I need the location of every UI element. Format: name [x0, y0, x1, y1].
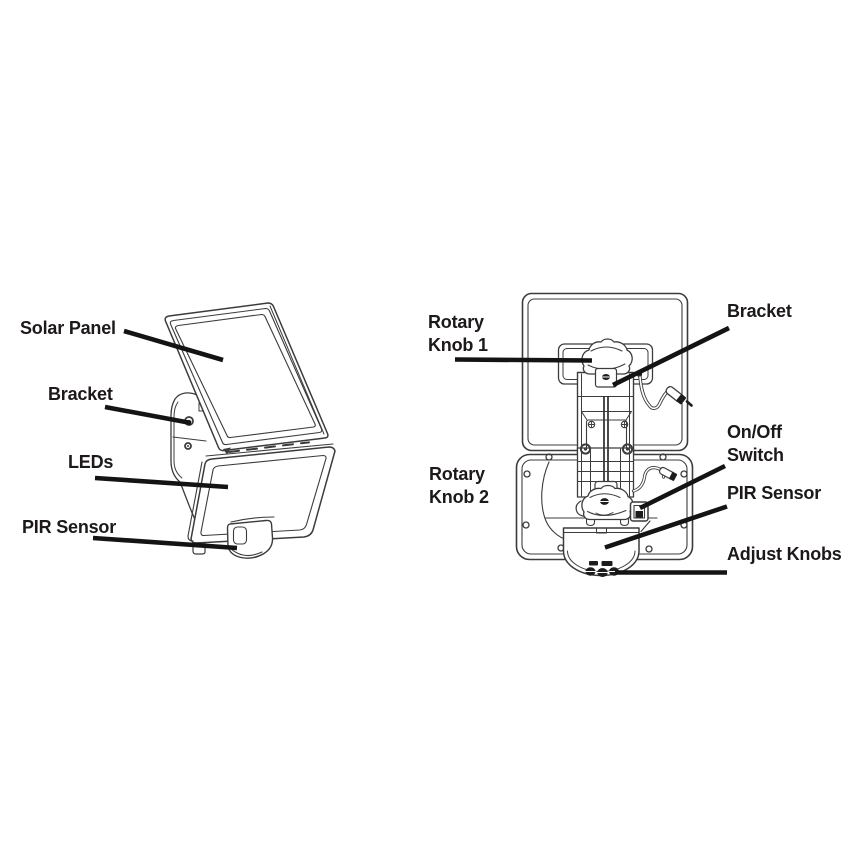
label-rotary-knob-1-line1: Rotary — [428, 312, 484, 332]
solar-panel-drawing — [164, 302, 329, 455]
label-on-off-switch-line2: Switch — [727, 445, 784, 465]
leader-lines — [92, 325, 731, 575]
label-solar-panel: Solar Panel — [20, 318, 116, 338]
label-leds: LEDs — [68, 452, 114, 472]
leader-bracket-front — [104, 404, 192, 426]
led-head-drawing — [187, 443, 336, 555]
leader-on-off-switch — [638, 463, 727, 511]
label-pir-sensor-front: PIR Sensor — [22, 517, 117, 537]
label-rotary-knob-1: Rotary Knob 1 — [428, 311, 488, 357]
pir-sensor-drawing — [226, 516, 275, 559]
leader-leds — [94, 475, 229, 490]
cable-drawing — [636, 370, 693, 410]
front-view-drawing — [164, 302, 336, 559]
back-view-drawing — [515, 292, 694, 577]
rotary-knob-1-drawing — [581, 338, 633, 388]
label-rotary-knob-2-line2: Knob 2 — [429, 487, 489, 507]
label-rotary-knob-2: Rotary Knob 2 — [429, 463, 489, 509]
leader-pir-front — [92, 535, 238, 551]
hinge-teeth — [228, 441, 310, 453]
label-on-off-switch: On/Off Switch — [727, 421, 784, 467]
leader-solar-panel — [123, 328, 224, 363]
label-bracket-back: Bracket — [727, 301, 792, 321]
cable-lower-drawing — [631, 466, 678, 493]
leader-pir-back — [604, 504, 728, 550]
label-bracket-front: Bracket — [48, 384, 113, 404]
label-adjust-knobs: Adjust Knobs — [727, 544, 842, 564]
leader-bracket-back — [611, 325, 731, 388]
label-rotary-knob-1-line2: Knob 1 — [428, 335, 488, 355]
rotary-knob-2-drawing — [575, 484, 635, 521]
label-pir-sensor-back: PIR Sensor — [727, 483, 822, 503]
leader-rotary-knob-1 — [454, 357, 593, 363]
label-rotary-knob-2-line1: Rotary — [429, 464, 485, 484]
label-on-off-switch-line1: On/Off — [727, 422, 782, 442]
